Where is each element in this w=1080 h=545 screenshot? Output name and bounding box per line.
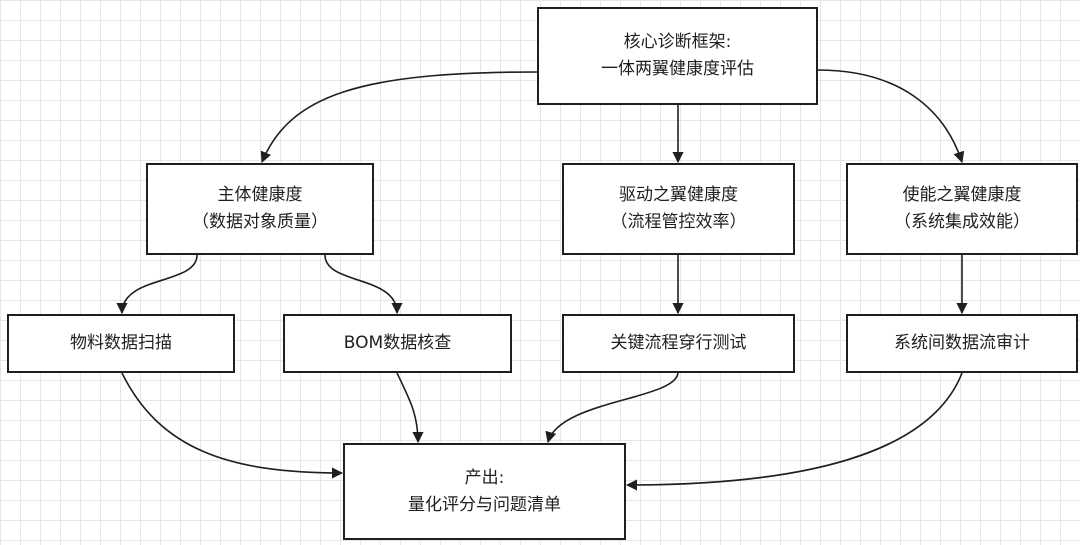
material-scan-node: 物料数据扫描	[7, 314, 235, 373]
system-audit-label: 系统间数据流审计	[894, 333, 1030, 353]
output-node: 产出: 量化评分与问题清单	[343, 443, 626, 540]
system-audit-node: 系统间数据流审计	[846, 314, 1078, 373]
material-scan-label: 物料数据扫描	[70, 333, 172, 353]
edge-main-to-bom	[324, 254, 403, 315]
process-test-label: 关键流程穿行测试	[610, 333, 747, 353]
edge-system-to-output	[625, 372, 963, 491]
main-health-subtitle: （数据对象质量）	[192, 212, 328, 232]
enable-wing-title: 使能之翼健康度	[902, 185, 1022, 205]
edge-bom-to-output	[396, 372, 424, 444]
bom-check-node: BOM数据核查	[283, 314, 512, 373]
output-title: 产出:	[464, 467, 505, 488]
edge-main-to-material	[116, 254, 198, 315]
edge-core-to-main	[260, 71, 538, 164]
enable-wing-node: 使能之翼健康度 （系统集成效能）	[846, 163, 1078, 255]
core-framework-subtitle: 一体两翼健康度评估	[601, 59, 754, 79]
drive-wing-title: 驱动之翼健康度	[619, 185, 738, 205]
enable-wing-subtitle: （系统集成效能）	[894, 212, 1030, 232]
process-test-node: 关键流程穿行测试	[562, 314, 795, 373]
main-health-title: 主体健康度	[217, 185, 303, 205]
edge-process-to-output	[545, 372, 679, 444]
output-subtitle: 量化评分与问题清单	[408, 494, 561, 515]
core-framework-node: 核心诊断框架: 一体两翼健康度评估	[537, 7, 818, 105]
core-framework-title: 核心诊断框架:	[623, 32, 732, 52]
edge-material-to-output	[121, 372, 344, 479]
drive-wing-node: 驱动之翼健康度 （流程管控效率）	[562, 163, 795, 255]
edge-core-to-enable	[817, 69, 965, 164]
bom-check-label: BOM数据核查	[343, 333, 452, 353]
main-health-node: 主体健康度 （数据对象质量）	[146, 163, 374, 255]
drive-wing-subtitle: （流程管控效率）	[610, 212, 747, 232]
